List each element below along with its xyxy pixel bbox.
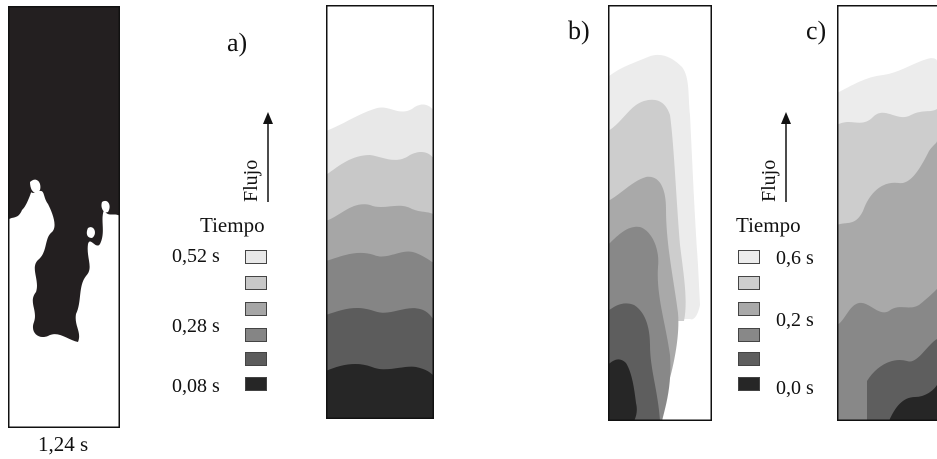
flow-label-a: Flujo (240, 159, 262, 202)
legend-label: 0,2 s (776, 309, 814, 331)
legend-swatch (245, 352, 267, 366)
legend-swatch (738, 352, 760, 366)
front-evolution-image-b (608, 5, 712, 421)
legend-swatch (245, 328, 267, 342)
legend-label: 0,0 s (776, 377, 814, 399)
snapshot-panel: 1,24 s (8, 6, 120, 455)
legend-label: 0,6 s (776, 247, 814, 269)
front-evolution-image-a (326, 5, 434, 419)
panel-a-label: a) (227, 28, 248, 57)
panel-b-label: b) (568, 16, 590, 45)
legend-swatch (245, 302, 267, 316)
legend-label: 0,52 s (172, 245, 220, 267)
legend-title-c: Tiempo (736, 213, 801, 237)
front-evolution-image-c (837, 5, 937, 421)
legend-swatch (738, 276, 760, 290)
legend-swatch (245, 276, 267, 290)
panel-c-label: c) (806, 16, 827, 45)
legend-swatch (738, 377, 760, 391)
legend-label: 0,08 s (172, 375, 220, 397)
flow-arrow-icon (263, 112, 273, 202)
legend-label: 0,28 s (172, 315, 220, 337)
legend-title-a: Tiempo (200, 213, 265, 237)
flow-label-c: Flujo (758, 159, 780, 202)
legend-swatch (738, 328, 760, 342)
legend-swatch (738, 302, 760, 316)
legend-swatch (738, 250, 760, 264)
legend-a: 0,52 s 0,28 s 0,08 s (170, 240, 280, 400)
legend-swatch (245, 377, 267, 391)
snapshot-time-label: 1,24 s (38, 432, 89, 456)
legend-c: 0,6 s 0,2 s 0,0 s (738, 240, 838, 400)
snapshot-image (8, 6, 120, 428)
flow-arrow-icon (781, 112, 791, 202)
legend-swatch (245, 250, 267, 264)
